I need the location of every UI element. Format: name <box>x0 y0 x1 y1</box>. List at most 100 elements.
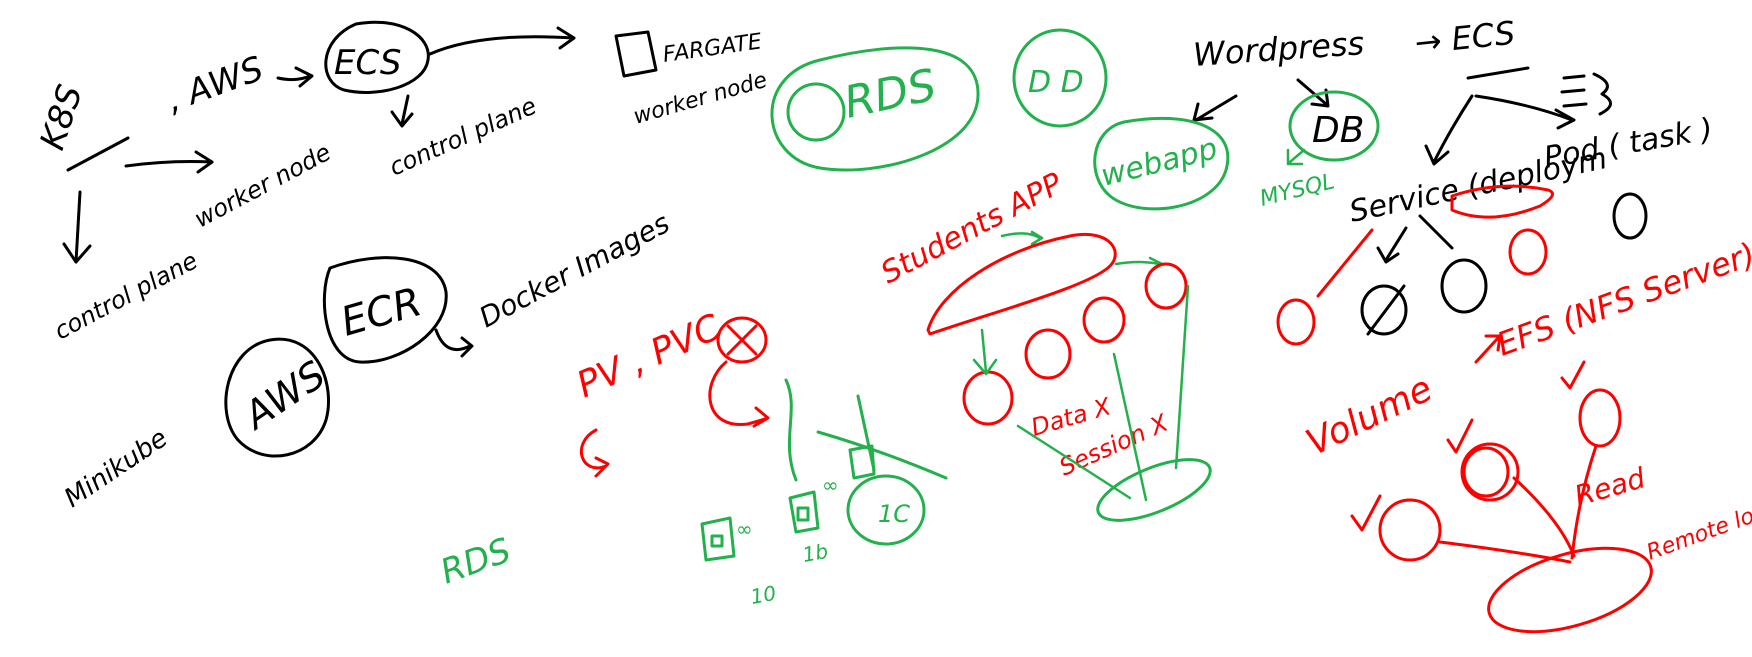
efs-client-2 <box>1460 442 1520 502</box>
k8s-label: K8S <box>33 80 91 155</box>
wordpress-notes: Wordpress → ECS webapp DB MYSQL Service … <box>1093 14 1715 240</box>
ecr-label: ECR <box>336 279 427 346</box>
efs-client-3 <box>1578 388 1622 448</box>
arrow-ecs-label: → ECS <box>1413 14 1517 62</box>
storage-links <box>1016 284 1190 502</box>
ec2-scribble-lines <box>816 394 948 480</box>
lb-to-instance-arrow <box>972 328 998 376</box>
ec2-link-line <box>784 378 798 482</box>
fargate-worker-node-label: worker node <box>631 68 770 130</box>
remote-location-label: Remote location <box>1644 481 1752 566</box>
efs-client-1 <box>1378 498 1442 562</box>
ecs-to-fargate-arrow <box>428 26 576 56</box>
rds-outer-circle <box>770 46 980 172</box>
replica-red-left <box>1276 298 1316 346</box>
pod-list-brace <box>1560 72 1612 116</box>
students-app-notes: Students APP Data X Session X <box>875 166 1212 522</box>
wordpress-label: Wordpress <box>1192 24 1365 74</box>
mysql-label: MYSQL <box>1257 169 1337 212</box>
minikube-label: Minikube <box>59 423 173 514</box>
pv-cross-mark <box>726 324 758 356</box>
pv-crossed-circle <box>716 316 768 364</box>
service-to-replica-arrow <box>1376 226 1408 264</box>
rds-notes: RDS D D <box>770 28 1108 172</box>
k8s-cluster-notes: K8S control plane worker node <box>33 80 336 345</box>
control-plane-arrow <box>62 190 92 264</box>
replica-black <box>1440 258 1488 314</box>
ecs-label: ECS <box>334 43 401 83</box>
worker-node-label: worker node <box>190 138 336 233</box>
aws-ecs-notes: , AWS ECS control plane <box>161 20 576 182</box>
pv-pvc-notes: PV , PVC RDS ∞ ∞ 1C 10 1b <box>435 307 948 609</box>
ec2-zone-circle <box>846 474 926 546</box>
pod-task-label: Pod ( task ) <box>1541 112 1715 176</box>
ecs-underline <box>1466 66 1530 80</box>
ecr-notes: Minikube AWS ECR Docker Images <box>59 206 675 513</box>
efs-client-2-inner <box>1462 446 1510 498</box>
ec2-right-label: 1C <box>878 500 910 528</box>
volume-label: Volume <box>1300 368 1439 464</box>
rds-inner-circle <box>786 82 846 142</box>
replica-crossed <box>1360 284 1408 336</box>
rds-bottom-label: RDS <box>435 530 516 592</box>
efs-nfs-label: EFS (NFS Server) <box>1492 235 1752 364</box>
students-app-label: Students APP <box>875 166 1069 291</box>
pod-circle-far <box>1612 192 1648 240</box>
check-marks <box>1350 360 1586 532</box>
ec2-left-label: 10 <box>749 581 778 609</box>
ec2-mid-label: 1b <box>801 539 830 567</box>
dd-circle <box>1012 28 1108 128</box>
pv-loop-arrow <box>708 360 770 428</box>
pv-curved-arrow <box>579 428 610 478</box>
ecs-to-pod-arrow <box>1474 94 1576 130</box>
replica-cross-mark <box>1366 284 1406 336</box>
docker-images-label: Docker Images <box>474 206 675 334</box>
aws-to-ecs-arrow <box>276 66 314 88</box>
service-red-underline <box>1450 184 1554 219</box>
pv-pvc-label: PV , PVC <box>571 307 727 407</box>
aws-circle-label: AWS <box>234 352 333 439</box>
webapp-circle <box>1093 116 1230 211</box>
k8s-control-plane-label: control plane <box>50 246 203 345</box>
students-app-green-arrow <box>1000 230 1044 246</box>
aws-circle <box>224 337 331 458</box>
db-to-mysql-arrow <box>1286 148 1306 166</box>
ec2-box-mid <box>788 490 820 534</box>
fargate-box <box>614 30 658 78</box>
ec2-box-left-inner <box>710 534 724 548</box>
ec2-link-mark-2: ∞ <box>822 473 839 497</box>
ecs-control-plane-arrow <box>390 94 414 128</box>
app-instance-active <box>962 370 1014 426</box>
dd-label: D D <box>1028 65 1084 100</box>
webapp-label: webapp <box>1097 131 1220 194</box>
app-instance-3 <box>1144 262 1188 310</box>
ecs-circle <box>324 20 430 94</box>
volume-efs-notes: Volume EFS (NFS Server) Read Remote loca… <box>1276 184 1752 634</box>
db-circle <box>1288 90 1380 162</box>
app-instance-2 <box>1082 296 1126 344</box>
app-instance-1 <box>1024 328 1072 380</box>
worker-node-arrow <box>124 150 214 174</box>
aws-label: , AWS <box>161 49 268 121</box>
rds-circle-label: RDS <box>840 60 941 129</box>
wordpress-to-webapp-arrow <box>1192 94 1238 122</box>
volume-to-efs-arrow <box>1474 334 1502 364</box>
db-label: DB <box>1312 110 1364 151</box>
ecs-control-plane-label: control plane <box>385 92 541 182</box>
lb-green-arrow <box>1114 256 1164 274</box>
efs-links <box>1438 444 1598 564</box>
ec2-box-mid-inner <box>796 506 810 522</box>
k8s-underline <box>66 136 130 172</box>
fargate-label: FARGATE <box>661 29 763 68</box>
replica-red-link <box>1316 228 1374 298</box>
ecr-to-docker-arrow <box>434 328 474 358</box>
ecr-circle <box>322 256 448 364</box>
remote-storage-disk <box>1487 546 1653 634</box>
ec2-link-mark-1: ∞ <box>736 517 753 541</box>
service-replica-line <box>1418 214 1454 250</box>
fargate-notes: FARGATE worker node <box>614 29 770 130</box>
read-label: Read <box>1571 461 1649 513</box>
ec2-box-left <box>700 516 736 562</box>
